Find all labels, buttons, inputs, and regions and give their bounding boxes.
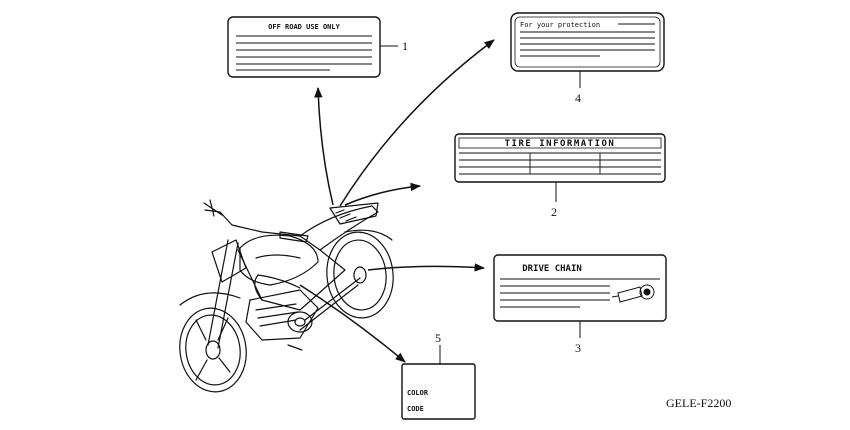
tire-information-label: TIRE INFORMATION 2	[454, 133, 666, 219]
tank-shroud-line	[255, 254, 301, 259]
tire-information-table-lines	[459, 152, 661, 175]
arrow-to-label-3	[367, 263, 486, 272]
off-road-label-title: OFF ROAD USE ONLY	[268, 23, 340, 31]
protection-label-title: For your protection	[520, 21, 600, 29]
arrow-to-label-5	[299, 284, 406, 363]
callout-5: 5	[435, 331, 441, 345]
handle-grip	[279, 231, 309, 243]
seat	[299, 205, 379, 251]
arrow-to-label-2	[344, 182, 422, 206]
drive-chain-label: DRIVE CHAIN 3	[493, 254, 667, 355]
off-road-text-lines	[236, 35, 372, 71]
brake-lever	[203, 199, 223, 217]
leader-arrows	[299, 39, 495, 363]
callout-2: 2	[551, 205, 557, 219]
protection-text-lines	[520, 23, 655, 57]
exhaust-pipe	[254, 274, 301, 301]
color-code-label: COLOR CODE 5	[401, 331, 476, 420]
arrow-to-label-4	[339, 39, 495, 207]
side-cover	[329, 202, 379, 225]
color-code-line2: CODE	[407, 405, 424, 413]
handlebar	[204, 209, 301, 237]
diagram-code: GELE-F2200	[666, 396, 731, 410]
engine	[245, 289, 319, 341]
callout-3: 3	[575, 341, 581, 355]
front-fender	[179, 292, 241, 306]
color-code-line1: COLOR	[407, 389, 429, 397]
drive-chain-label-title: DRIVE CHAIN	[522, 264, 582, 274]
footpeg	[287, 344, 303, 351]
rear-fender	[344, 229, 393, 241]
frame	[237, 249, 346, 311]
side-cover-decal	[335, 209, 357, 222]
drive-chain-text-lines	[500, 278, 660, 308]
arrow-to-label-1	[314, 86, 334, 206]
off-road-label: OFF ROAD USE ONLY 1	[227, 16, 408, 78]
callout-1: 1	[402, 39, 408, 53]
callout-4: 4	[575, 91, 581, 105]
protection-label: For your protection 4	[510, 12, 665, 105]
chain-adjuster-illustration	[611, 284, 655, 303]
motorcycle-illustration	[179, 199, 394, 393]
swingarm	[299, 277, 361, 331]
rear-wheel	[326, 231, 394, 319]
tire-information-label-title: TIRE INFORMATION	[505, 139, 616, 149]
front-wheel	[179, 307, 247, 393]
